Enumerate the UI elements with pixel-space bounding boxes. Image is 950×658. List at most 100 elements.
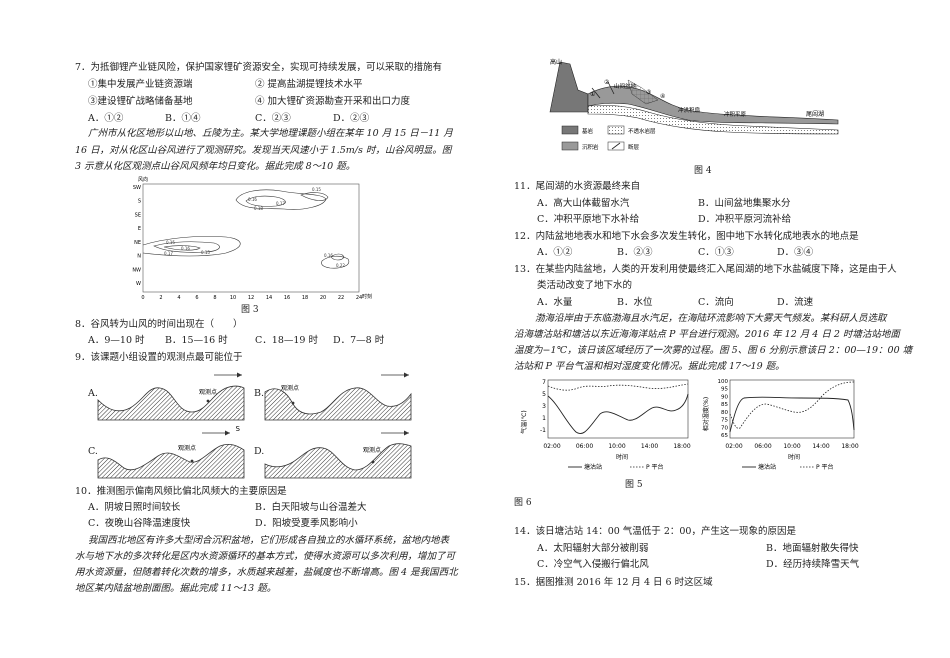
q8-option-b[interactable]: B．15—16 时 — [165, 335, 228, 346]
impermeable-layer — [587, 104, 839, 135]
fig6-xtick: 02:00 — [725, 443, 742, 450]
fig5-xtick: 10:00 — [608, 443, 625, 450]
q11-option-b[interactable]: B．山间盆地集聚水分 — [698, 198, 791, 209]
fig4-legend: 基岩 不透水岩层 沉积岩 断层 — [561, 125, 656, 151]
q14-option-a[interactable]: A．太阳辐射大部分被削弱 — [537, 543, 649, 554]
observation-point — [371, 460, 375, 464]
q7-option-a[interactable]: A．①② — [88, 113, 124, 124]
fig3-contour-label: 0.18 — [254, 206, 263, 211]
q11-option-a[interactable]: A．高大山体截留水汽 — [537, 198, 630, 209]
q12-stem: 12．内陆盆地地表水和地下水会多次发生转化，图中地下水转化成地表水的地点是 — [514, 231, 859, 242]
fig6-xtick: 14:00 — [812, 443, 829, 450]
fig3-xtick: 14 — [266, 295, 272, 301]
fig6-ytick: 75 — [721, 418, 728, 424]
fig3-contour-label: 0.16 — [248, 197, 257, 202]
q12-option-a[interactable]: A．①② — [537, 247, 573, 258]
fig3-xtick: 4 — [177, 295, 180, 301]
q10-option-c[interactable]: C．夜晚山谷降温速度快 — [88, 518, 191, 529]
fig3-contour-label: 0.16 — [181, 246, 190, 251]
fig6-legend-item: 塘沽站 — [758, 463, 776, 471]
fig6-ytick: 70 — [721, 425, 728, 431]
q13-option-b[interactable]: B．水位 — [617, 297, 653, 308]
fig5-ytick: 1 — [542, 415, 546, 422]
q8-option-a[interactable]: A．9—10 时 — [88, 335, 145, 346]
fig3-contour-label: 0.15 — [201, 250, 210, 255]
q7-option-c[interactable]: C．②③ — [255, 113, 291, 124]
fig6-caption: 图 6 — [514, 498, 532, 508]
fig4-label-basin: 山间盆地 — [614, 82, 637, 90]
q10-stem: 10．推测图示偏南风频比偏北风频大的主要原因是 — [75, 486, 287, 497]
fig5-legend-item: 塘沽站 — [584, 463, 602, 471]
fig6-ytick: 100 — [718, 379, 729, 385]
passage-line: 地区某内陆盆地剖面图。据此完成 11～13 题。 — [75, 583, 277, 594]
q13-option-a[interactable]: A．水量 — [537, 297, 573, 308]
q8-option-d[interactable]: D．7—8 时 — [333, 335, 385, 346]
fig4-num: ① — [590, 91, 595, 98]
fig6-ytick: 95 — [721, 387, 728, 393]
q7-item: ② 提高盐湖提锂技术水平 — [255, 79, 363, 90]
q13-option-c[interactable]: C．流向 — [698, 297, 734, 308]
passage-line: 沿海塘沽站和塘沽以东近海海洋站点 P 平台进行观测。2016 年 12 月 4 … — [514, 329, 900, 340]
fig4-legend-item: 不透水岩层 — [628, 127, 656, 135]
passage-line: 温度为−1℃，该日该区域经历了一次雾的过程。图 5、图 6 分别示意该日 2：0… — [514, 345, 913, 356]
q9-option-d[interactable]: D. — [254, 446, 265, 457]
fig5-legend-item: P 平台 — [646, 463, 664, 471]
fig6-xtick: 18:00 — [841, 443, 858, 450]
q10-option-b[interactable]: B．白天阳坡与山谷温差大 — [255, 502, 367, 513]
fig6-series-tanggu — [729, 396, 855, 433]
q7-option-b[interactable]: B．①④ — [165, 113, 201, 124]
fig4-label-mountain: 高山 — [550, 58, 562, 66]
fig5-xtick: 06:00 — [576, 443, 593, 450]
fig3-frame — [142, 183, 360, 293]
fig3-ytick: NW — [132, 267, 141, 273]
fig5-ytick: 7 — [542, 379, 546, 386]
q9-option-a[interactable]: A. — [88, 388, 98, 399]
observation-point-label: 观测点 — [363, 446, 381, 454]
fig5-xtick: 02:00 — [543, 443, 560, 450]
q14-option-b[interactable]: B．地面辐射散失得快 — [766, 543, 859, 554]
fig5-ytick: -1 — [540, 427, 546, 434]
q14-option-c[interactable]: C．冷空气入侵搬行偏北风 — [537, 559, 649, 570]
q9-option-b[interactable]: B. — [254, 388, 265, 399]
q13-stem: 13．在某些内陆盆地，人类的开发利用使最终汇入尾闾湖的地下水盐碱度下降，这是由于… — [514, 264, 897, 275]
fig5-ytick: 3 — [542, 403, 546, 410]
fig3-xlabel: 时刻 — [362, 293, 372, 300]
q12-option-b[interactable]: B．②③ — [617, 247, 653, 258]
fig3-ytick: SE — [135, 212, 141, 218]
fig6-series-p-platform — [729, 381, 855, 429]
q11-option-d[interactable]: D．冲积平原河流补给 — [698, 214, 792, 225]
fig3-ylabel: 风向 — [138, 176, 148, 183]
fig3-contour-label: 0.15 — [312, 187, 321, 192]
q10-option-d[interactable]: D．阳坡受夏季风影响小 — [255, 518, 358, 529]
fig3-ytick: NE — [134, 240, 141, 246]
fig5-ytick: 5 — [542, 391, 546, 398]
fig6-xlabel: 时间 — [788, 453, 800, 461]
q8-stem: 8．谷风转为山风的时间出现在（ ） — [75, 319, 243, 330]
fig3-xtick: 24 — [356, 295, 362, 301]
q11-option-c[interactable]: C．冲积平原地下水补给 — [537, 214, 640, 225]
fig5-caption: 图 5 — [625, 480, 643, 490]
q13-option-d[interactable]: D．流速 — [777, 297, 814, 308]
fig3-caption: 图 3 — [241, 305, 259, 315]
q7-option-d[interactable]: D．②③ — [333, 113, 370, 124]
fig3-contour-label: 0.17 — [164, 251, 173, 256]
fig3-ytick: N — [137, 254, 141, 260]
fig4-legend-item: 断层 — [628, 143, 640, 151]
fig4-label-lake: 尾闾湖 — [806, 110, 824, 118]
q12-option-d[interactable]: D．③④ — [777, 247, 814, 258]
q12-option-c[interactable]: C．①③ — [698, 247, 734, 258]
direction-label: S — [236, 425, 241, 433]
q14-option-d[interactable]: D．经历持续降雪天气 — [766, 559, 860, 570]
fig4-num: ② — [604, 79, 610, 86]
fig3-xtick: 22 — [338, 295, 344, 301]
fig4-label-alluvial-fan: 冲洪积扇 — [678, 106, 700, 114]
fig3-contour-label: 0.15 — [166, 240, 175, 245]
fig6-legend-item: P 平台 — [816, 463, 834, 471]
fig4-caption: 图 4 — [694, 166, 712, 176]
fig3-ytick: E — [138, 226, 141, 232]
passage-line: 用水资源量，但随着转化次数的增多，水质越来越差，盐碱度也不断增高。图 4 是我国… — [75, 567, 458, 578]
q9-option-c[interactable]: C. — [88, 446, 98, 457]
q8-option-c[interactable]: C．18—19 时 — [255, 335, 318, 346]
q10-option-a[interactable]: A．阴坡日照时间较长 — [88, 502, 181, 513]
